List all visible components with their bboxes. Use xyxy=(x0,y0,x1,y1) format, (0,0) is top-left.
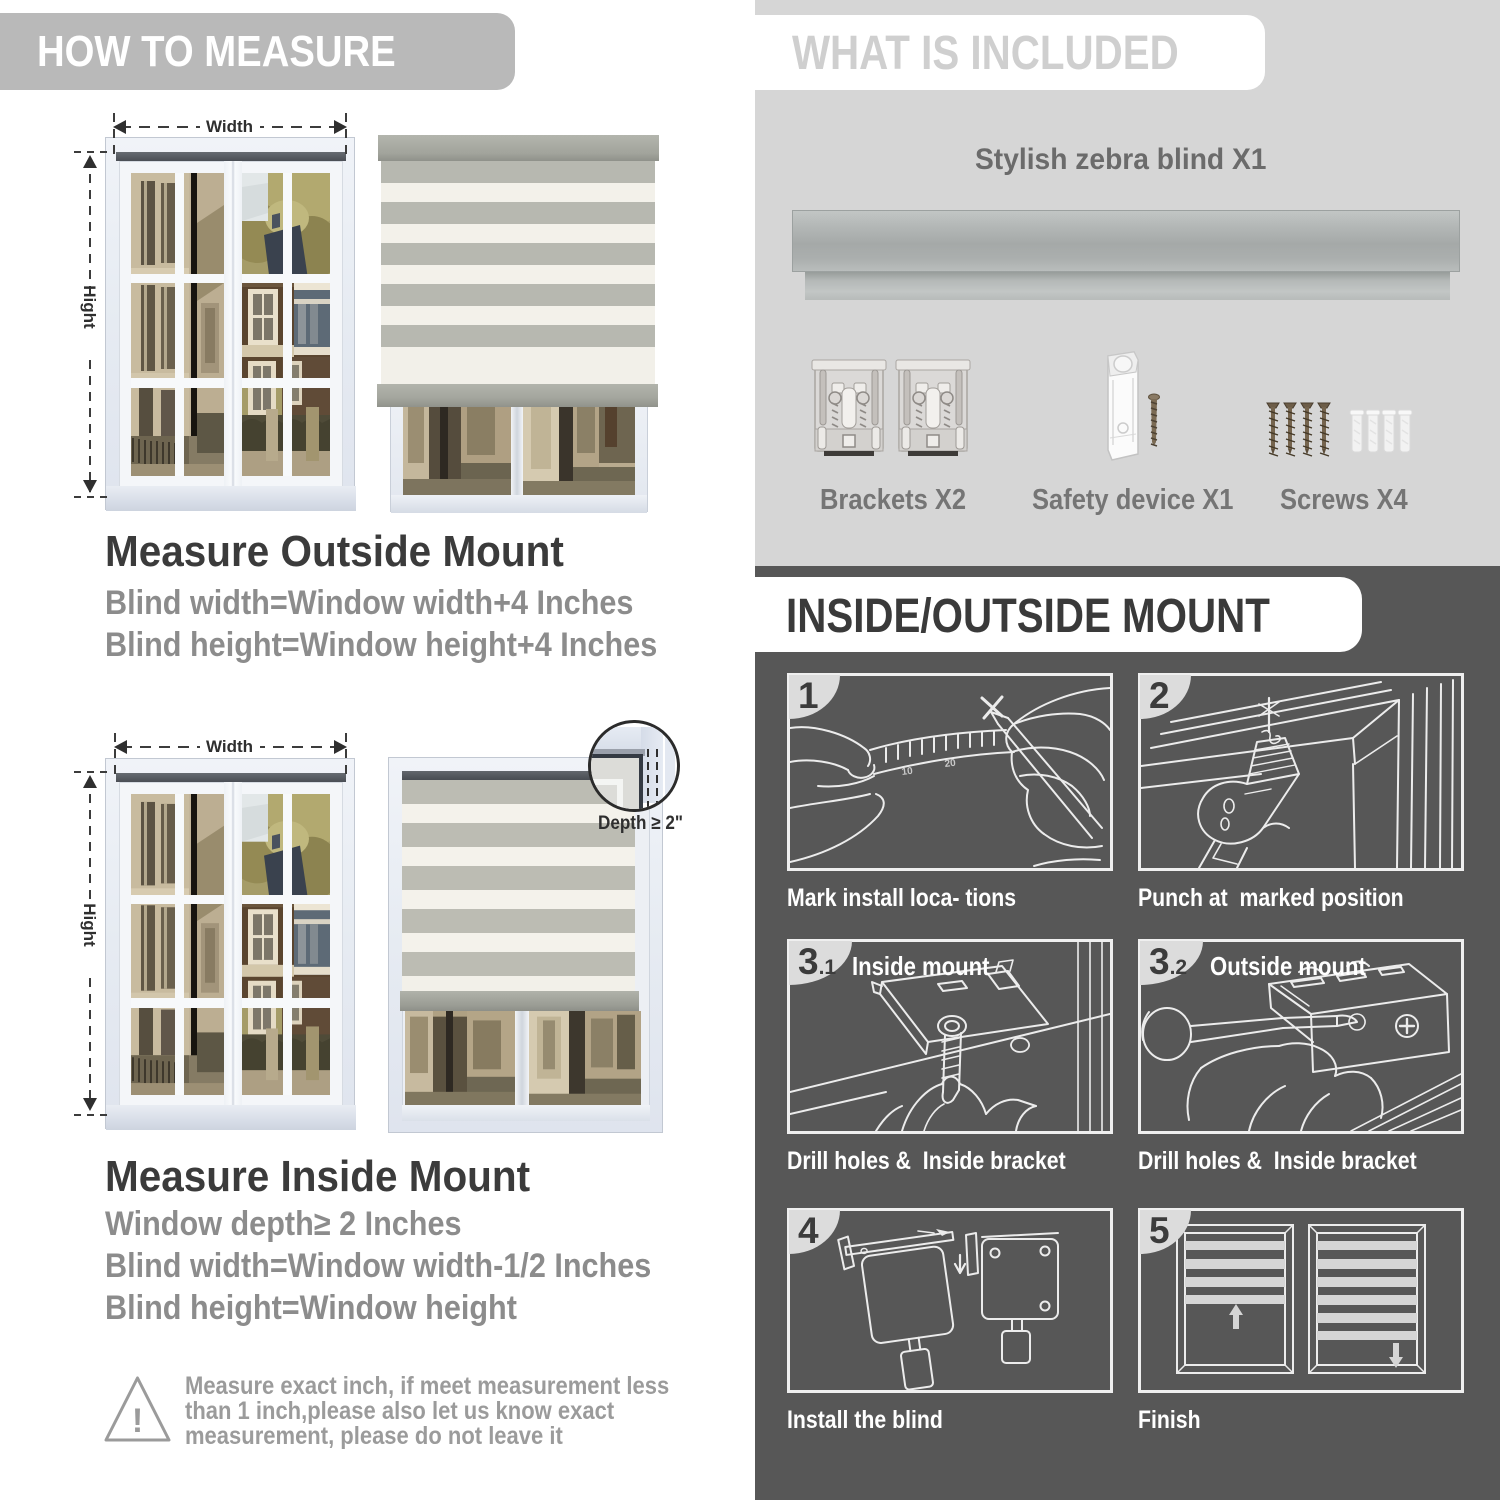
svg-text:20: 20 xyxy=(944,758,957,770)
svg-text:!: ! xyxy=(132,1402,143,1440)
svg-text:10: 10 xyxy=(901,766,914,778)
